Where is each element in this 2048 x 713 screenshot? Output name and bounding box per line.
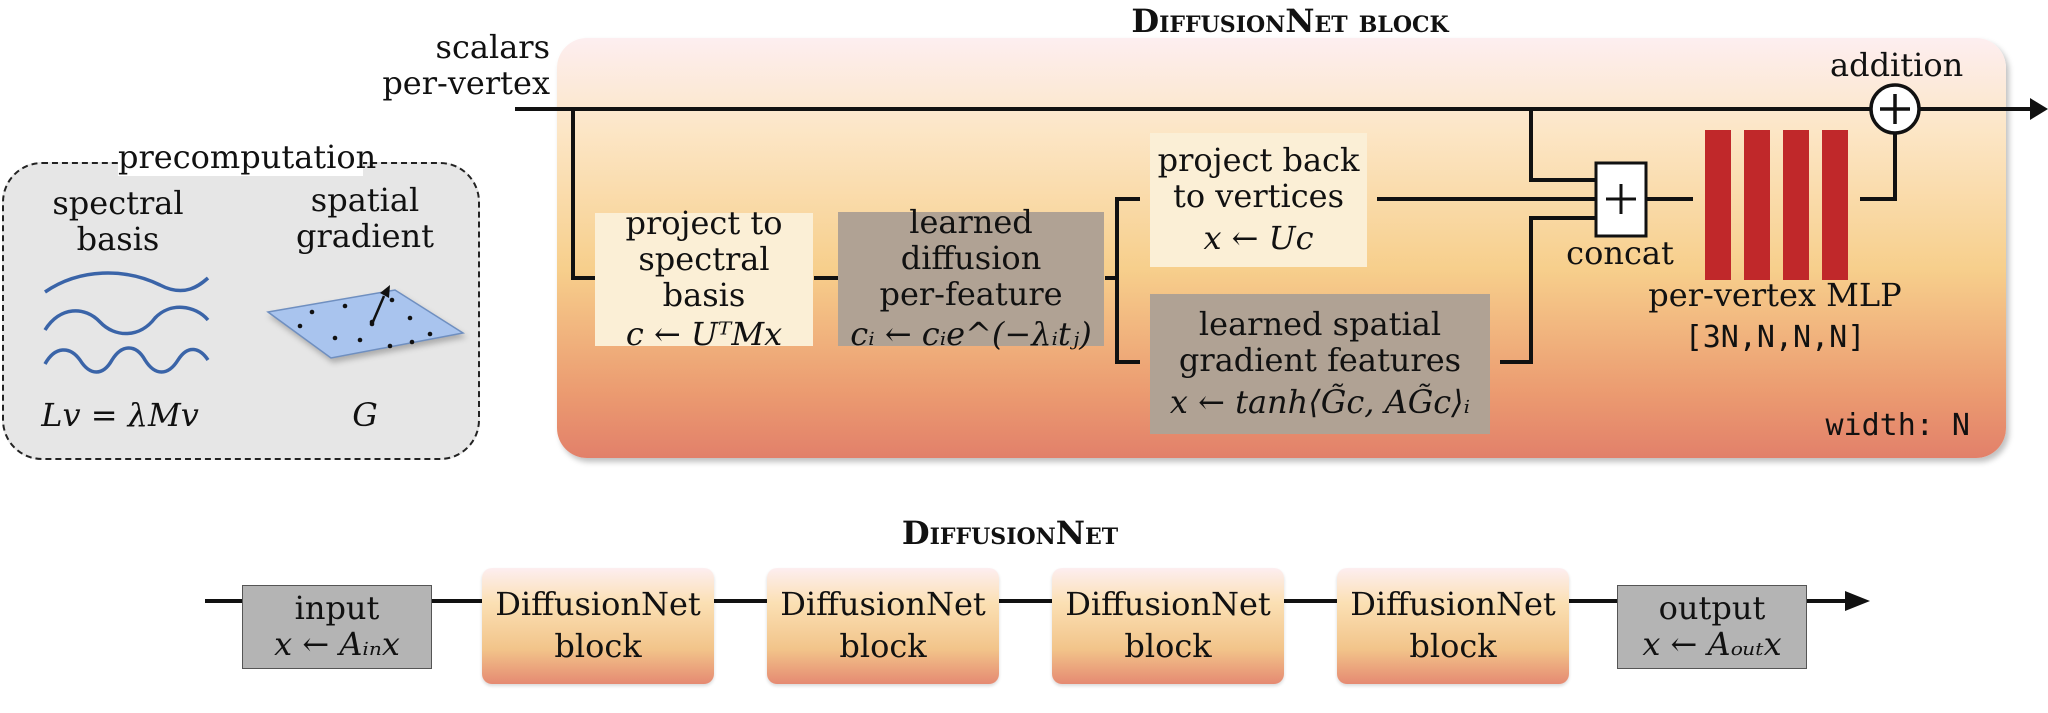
wire-gradient-to-concat <box>1500 216 1596 364</box>
fork-bracket <box>1115 197 1140 364</box>
mlp-layer-2 <box>1744 130 1770 280</box>
project-back-box: project back to vertices x ← Uc <box>1150 133 1367 267</box>
mlp-label: per-vertex MLP <box>1648 276 1902 314</box>
learned-diffusion-line1: learned diffusion <box>900 203 1042 278</box>
scalars-label-line1: scalars <box>435 28 550 66</box>
network-input-box: input x ← Aᵢₙx <box>242 585 432 669</box>
learned-diffusion-formula: cᵢ ← cᵢe^(−λᵢtⱼ) <box>850 314 1092 353</box>
network-input-label: input <box>294 589 380 628</box>
spatial-gradient-features-box: learned spatial gradient features x ← ta… <box>1150 294 1490 434</box>
network-block-2: DiffusionNet block <box>767 568 999 684</box>
project-back-line1: project back <box>1157 141 1360 180</box>
network-title: DiffusionNet <box>901 514 1119 552</box>
concat-label: concat <box>1566 234 1674 272</box>
spectral-basis-label: spectral basis <box>38 184 198 258</box>
gradient-formula: G <box>352 396 378 434</box>
network-block-4-line2: block <box>1409 627 1497 665</box>
project-back-formula: x ← Uc <box>1203 218 1314 257</box>
mlp-layers <box>1705 130 1848 280</box>
network-block-2-line1: DiffusionNet <box>780 585 986 624</box>
spectral-formula: Lv = λMv <box>41 396 199 434</box>
spatial-gradient-plane <box>266 285 466 359</box>
spatial-gradient-line1: learned spatial <box>1198 305 1442 344</box>
mlp-layer-1 <box>1705 130 1731 280</box>
spectral-basis-line1: spectral <box>52 184 184 222</box>
network-block-4-line1: DiffusionNet <box>1350 585 1556 624</box>
concat-node <box>1594 161 1648 238</box>
mlp-layer-3 <box>1783 130 1809 280</box>
branch-to-projection <box>571 109 595 280</box>
learned-diffusion-box: learned diffusion per-feature cᵢ ← cᵢe^(… <box>838 205 1104 352</box>
project-to-line2: spectral basis <box>638 239 770 314</box>
spatial-gradient-label: spatial gradient <box>290 181 440 255</box>
network-block-2-line2: block <box>839 627 927 665</box>
network-arrowhead <box>1845 591 1870 611</box>
network-block-3-line1: DiffusionNet <box>1065 585 1271 624</box>
project-to-spectral-box: project to spectral basis c ← UᵀMx <box>595 205 813 352</box>
scalars-label-line2: per-vertex <box>382 63 550 102</box>
spatial-gradient-line2: gradient features <box>1178 341 1462 380</box>
spectral-basis-line2: basis <box>76 219 160 258</box>
network-output-box: output x ← Aₒᵤₜx <box>1617 585 1807 669</box>
spectral-basis-waves <box>43 271 210 374</box>
spatial-gradient-label-line1: spatial <box>310 181 420 219</box>
precomputation-title: precomputation <box>118 138 377 176</box>
project-to-line1: project to <box>625 203 783 242</box>
project-to-formula: c ← UᵀMx <box>625 315 783 354</box>
addition-label: addition <box>1830 46 1964 84</box>
block-title: DiffusionNet block <box>1131 2 1449 40</box>
project-back-line2: to vertices <box>1173 177 1344 216</box>
network-input-formula: x ← Aᵢₙx <box>274 625 400 663</box>
mlp-layer-4 <box>1822 130 1848 280</box>
network-block-1-line2: block <box>554 627 642 665</box>
wire-mlp-to-addition <box>1860 132 1897 201</box>
network-output-formula: x ← Aₒᵤₜx <box>1642 625 1782 663</box>
main-signal-arrowhead <box>2030 98 2048 120</box>
addition-node <box>1869 83 1921 135</box>
learned-diffusion-line2: per-feature <box>879 275 1063 313</box>
spatial-gradient-formula: x ← tanh⟨G̃c, AG̃c⟩ᵢ <box>1169 382 1471 421</box>
network-block-1-line1: DiffusionNet <box>495 585 701 624</box>
network-output-label: output <box>1658 589 1766 628</box>
network-block-4: DiffusionNet block <box>1337 568 1569 684</box>
skip-to-concat <box>1529 109 1596 182</box>
network-block-3: DiffusionNet block <box>1052 568 1284 684</box>
spatial-gradient-label-line2: gradient <box>296 216 434 255</box>
scalars-label: scalars per-vertex <box>380 28 550 102</box>
network-block-1: DiffusionNet block <box>482 568 714 684</box>
mlp-dims: [3N,N,N,N] <box>1684 320 1866 355</box>
width-label: width: N <box>1825 408 1971 443</box>
network-block-3-line2: block <box>1124 627 1212 665</box>
